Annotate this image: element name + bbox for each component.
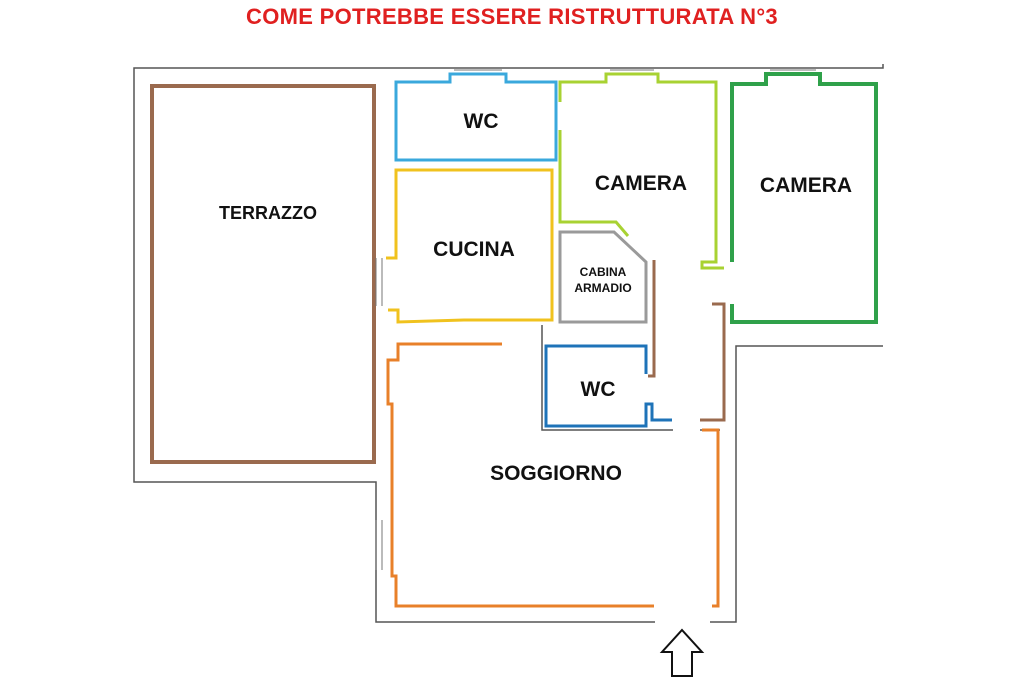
room-camera-1-lower <box>558 130 630 237</box>
inner-partitions <box>648 260 726 422</box>
label-cabina: CABINA <box>580 265 627 279</box>
label-terrazzo: TERRAZZO <box>219 203 317 223</box>
label-camera-1: CAMERA <box>595 172 687 195</box>
label-wc-top: WC <box>464 110 499 133</box>
label-camera-2: CAMERA <box>760 174 852 197</box>
room-camera-2 <box>730 72 878 324</box>
room-wc-top <box>394 72 558 162</box>
window-marks <box>375 69 816 570</box>
label-armadio: ARMADIO <box>574 281 631 295</box>
outer-walls <box>133 64 884 623</box>
room-soggiorno <box>386 342 654 608</box>
room-cabina-armadio <box>558 230 648 324</box>
room-cucina <box>386 168 554 324</box>
room-wc-bottom <box>544 344 672 428</box>
up-arrow-icon <box>659 628 705 677</box>
room-camera-1 <box>558 72 724 270</box>
label-soggiorno: SOGGIORNO <box>490 462 622 485</box>
label-wc-bottom: WC <box>581 378 616 401</box>
room-terrazzo <box>150 84 376 464</box>
room-soggiorno-right <box>702 428 720 608</box>
plan-title: COME POTREBBE ESSERE RISTRUTTURATA N°3 <box>246 4 778 29</box>
label-cucina: CUCINA <box>433 238 515 261</box>
